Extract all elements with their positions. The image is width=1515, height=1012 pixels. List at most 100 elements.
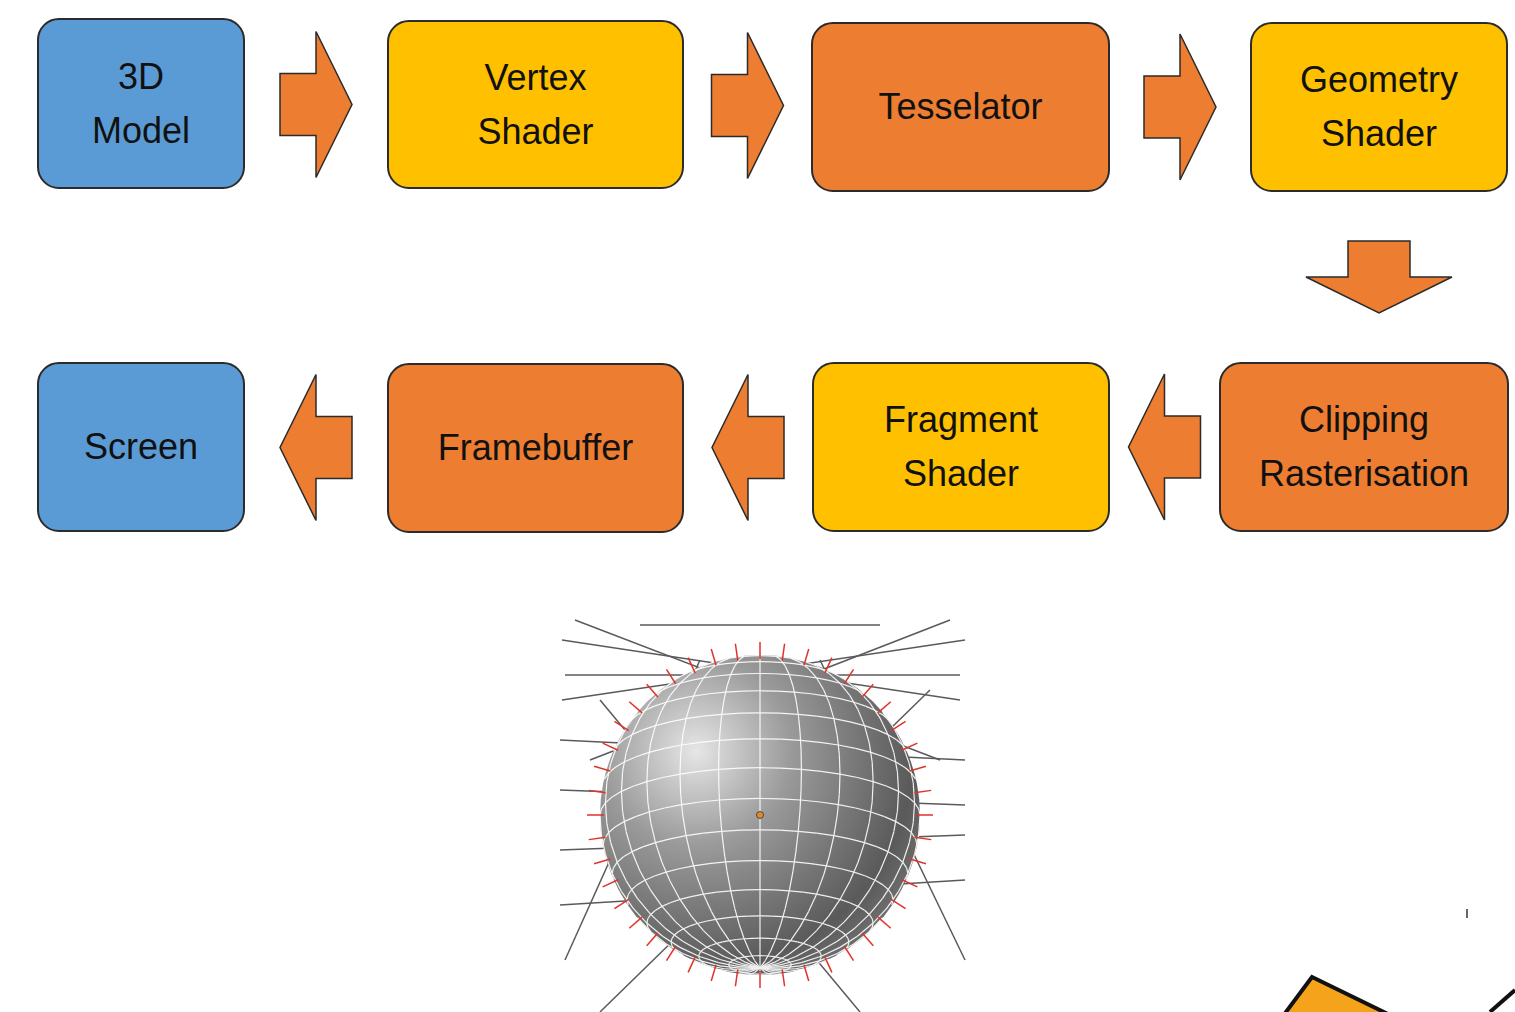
wire-segment — [856, 748, 871, 752]
wire-segment — [800, 961, 819, 966]
wire-segment — [820, 802, 838, 805]
wire-segment — [798, 810, 800, 831]
wire-segment — [888, 852, 897, 857]
wire-segment — [729, 940, 736, 941]
normal-tick — [603, 880, 618, 887]
wire-segment — [776, 925, 781, 939]
wire-segment — [759, 924, 760, 938]
wire-segment — [670, 899, 680, 902]
wire-segment — [800, 911, 809, 927]
wire-segment — [752, 938, 760, 939]
wire-segment — [797, 942, 803, 944]
wire-segment — [666, 929, 683, 941]
wire-segment — [640, 871, 650, 889]
normal-tick — [902, 880, 917, 887]
wire-segment — [680, 673, 691, 683]
wire-segment — [781, 908, 786, 924]
wire-segment — [834, 815, 837, 836]
normal-tick — [688, 658, 695, 673]
wire-segment — [913, 803, 914, 823]
wire-segment — [720, 927, 729, 941]
wire-segment — [791, 941, 798, 942]
wire-segment — [865, 726, 870, 744]
wire-segment — [871, 752, 885, 757]
wire-segment — [680, 771, 699, 774]
wire-segment — [894, 728, 903, 745]
wire-segment — [679, 774, 681, 794]
normal-tick — [614, 721, 628, 730]
wire-segment — [872, 782, 874, 802]
wire-segment — [612, 791, 621, 797]
wire-segment — [775, 954, 790, 962]
wire-segment — [875, 880, 883, 885]
wire-segment — [884, 817, 895, 822]
wire-segment — [760, 955, 764, 956]
wire-segment — [735, 660, 740, 666]
wire-segment — [647, 777, 663, 781]
wire-segment — [649, 748, 664, 752]
wire-segment — [650, 889, 662, 906]
process-box: Framebuffer — [387, 363, 684, 533]
wire-segment — [645, 876, 655, 880]
wire-segment — [880, 718, 888, 735]
wire-segment — [748, 915, 760, 916]
wire-segment — [686, 833, 703, 836]
wire-segment — [709, 692, 725, 694]
wire-segment — [760, 690, 777, 692]
wire-segment — [908, 797, 915, 803]
wire-segment — [737, 938, 745, 940]
wire-segment — [829, 897, 840, 900]
wire-segment — [760, 829, 779, 831]
wire-segment — [775, 889, 790, 891]
wire-segment — [850, 862, 858, 881]
wire-segment — [789, 969, 803, 971]
wire-segment — [759, 698, 760, 713]
wire-segment — [707, 947, 724, 956]
normal-tick — [759, 971, 761, 988]
normal-tick — [914, 790, 931, 792]
wire-segment — [759, 938, 760, 950]
wire-segment — [637, 880, 645, 885]
wire-segment — [680, 897, 691, 900]
wire-segment — [749, 973, 754, 975]
wire-segment — [817, 876, 824, 895]
wire-segment — [632, 718, 640, 735]
wire-segment — [643, 726, 656, 730]
wire-segment — [887, 786, 899, 791]
box-label: Screen — [84, 420, 198, 474]
normal-tick — [666, 669, 675, 683]
wire-segment — [683, 941, 701, 951]
wire-segment — [780, 959, 800, 964]
wire-segment — [834, 719, 837, 736]
sphere-wireframe — [600, 656, 920, 975]
wire-segment — [791, 927, 800, 941]
wire-segment — [683, 953, 701, 960]
wire-segment — [889, 890, 892, 895]
wire-segment — [760, 655, 768, 656]
wire-segment — [820, 742, 838, 745]
wire-segment — [703, 892, 716, 894]
wire-segment — [613, 862, 617, 868]
wire-segment — [752, 655, 760, 656]
wire-segment — [691, 936, 707, 948]
normal-tick — [589, 837, 606, 839]
wire-segment — [829, 673, 840, 683]
wire-segment — [783, 917, 794, 918]
wire-segment — [670, 683, 680, 695]
normal-tick — [825, 658, 832, 673]
wire-segment — [726, 691, 743, 692]
wire-segment — [719, 731, 720, 749]
wire-segment — [664, 805, 681, 808]
wire-segment — [840, 899, 850, 902]
wire-segment — [841, 869, 854, 872]
wire-segment — [850, 903, 858, 907]
wire-segment — [803, 943, 808, 945]
wire-segment — [706, 919, 716, 921]
wire-segment — [817, 716, 834, 719]
wire-segment — [777, 861, 794, 862]
wire-segment — [809, 894, 817, 911]
process-box: 3D Model — [37, 18, 245, 189]
wire-segment — [681, 736, 683, 755]
wire-segment — [850, 839, 865, 843]
wire-segment — [811, 694, 827, 696]
